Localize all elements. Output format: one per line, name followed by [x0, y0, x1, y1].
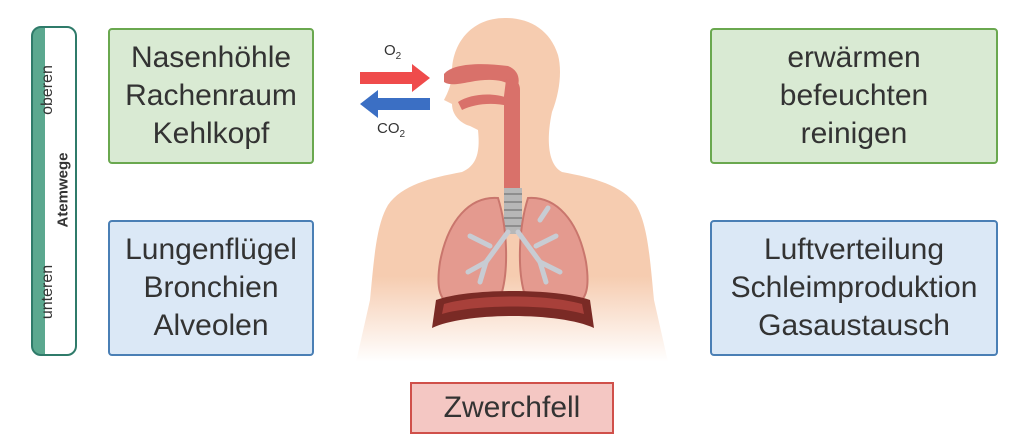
inhale-gas-label: O2 [384, 42, 402, 62]
upper-airways-structures-box: Nasenhöhle Rachenraum Kehlkopf [108, 28, 314, 164]
function-air-distribution: Luftverteilung [763, 233, 945, 266]
function-gas-exchange: Gasaustausch [758, 309, 950, 342]
exhale-gas-label: CO2 [377, 120, 406, 140]
pharynx [504, 79, 520, 190]
lower-airways-structures-box: Lungenflügel Bronchien Alveolen [108, 220, 314, 356]
function-clean: reinigen [800, 117, 908, 150]
diaphragm-box: Zwerchfell [410, 382, 614, 434]
structure-bronchi: Bronchien [143, 271, 279, 304]
left-lung [518, 196, 589, 306]
structure-nasal-cavity: Nasenhöhle [130, 41, 292, 74]
inhale-arrow [360, 64, 430, 92]
exhale-arrow [360, 90, 430, 118]
lower-airways-functions-box: Luftverteilung Schleimproduktion Gasaust… [710, 220, 998, 356]
oral-cavity [458, 94, 508, 110]
structure-lungs: Lungenflügel [125, 233, 297, 266]
structure-larynx: Kehlkopf [152, 117, 270, 150]
trachea [504, 188, 522, 234]
function-mucus-production: Schleimproduktion [730, 271, 978, 304]
nasal-cavity [444, 64, 519, 86]
structure-pharynx: Rachenraum [125, 79, 297, 112]
upper-airways-functions-box: erwärmen befeuchten reinigen [710, 28, 998, 164]
structure-alveoli: Alveolen [153, 309, 269, 342]
function-warm: erwärmen [787, 41, 921, 74]
bronchial-tree [465, 205, 563, 285]
gas-exchange-arrows [360, 64, 430, 118]
function-humidify: befeuchten [779, 79, 929, 112]
right-lung [437, 196, 508, 306]
diaphragm-label: Zwerchfell [443, 391, 581, 424]
airways-sidebar [31, 26, 77, 356]
